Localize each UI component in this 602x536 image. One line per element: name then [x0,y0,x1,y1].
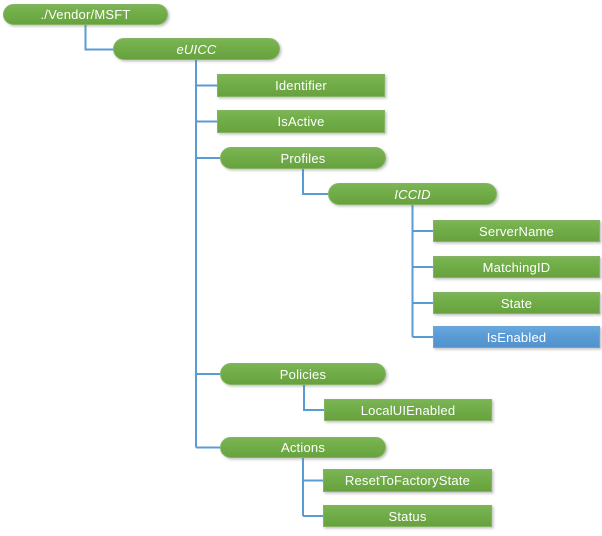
node-identifier: Identifier [217,74,385,97]
node-label: Actions [280,440,326,455]
node-label: State [500,295,533,311]
connector-msft-to-euicc [84,25,113,51]
node-matchingid: MatchingID [433,256,600,278]
node-resettofactorystate: ResetToFactoryState [323,469,492,492]
node-isactive: IsActive [217,110,385,133]
node-label: ICCID [394,186,431,202]
node-iccid: ICCID [328,183,497,205]
node-isenabled: IsEnabled [433,326,600,348]
node-vendor-msft: ./Vendor/MSFT [3,4,168,25]
connector-profiles-to-iccid [302,169,328,195]
node-actions: Actions [220,437,386,458]
node-servername: ServerName [433,220,600,242]
node-label: LocalUIEnabled [360,402,456,418]
node-label: IsActive [277,114,325,129]
node-status: Status [323,505,492,527]
node-label: IsEnabled [486,329,547,345]
node-label: Identifier [275,78,327,93]
node-euicc: eUICC [113,38,280,60]
node-label: Status [388,508,427,524]
connector-policies-to-localuienabled [303,385,324,411]
node-profiles: Profiles [220,147,386,169]
node-label: Profiles [280,150,326,166]
node-policies: Policies [220,363,386,385]
node-state: State [433,292,600,314]
node-label: eUICC [176,41,217,57]
node-label: Policies [279,366,327,382]
node-label: ServerName [479,223,554,239]
node-label: MatchingID [482,259,551,275]
node-localuienabled: LocalUIEnabled [324,399,492,421]
node-label: ./Vendor/MSFT [40,7,131,22]
node-label: ResetToFactoryState [344,473,471,488]
